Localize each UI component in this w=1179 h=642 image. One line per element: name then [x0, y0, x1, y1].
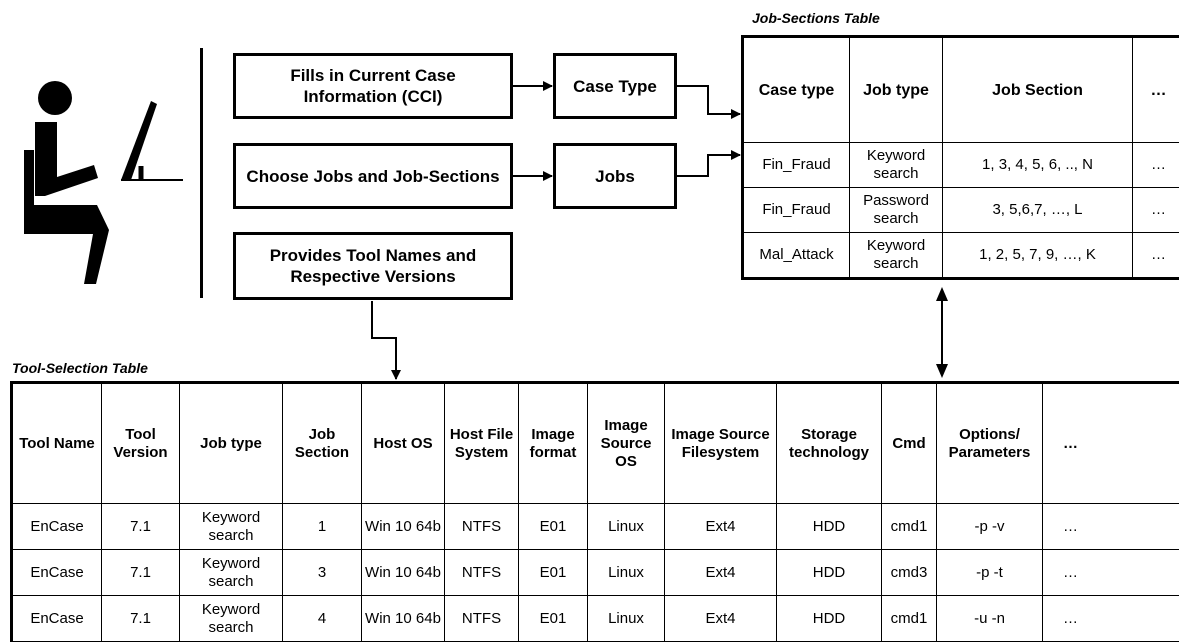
table-cell: -u -n	[937, 596, 1043, 642]
tool-header-storage-technology: Storage technology	[777, 383, 882, 504]
table-cell: 3	[283, 550, 362, 596]
choose-jobs-box: Choose Jobs and Job-Sections	[233, 143, 513, 209]
tool-header-job-section: Job Section	[283, 383, 362, 504]
table-cell: HDD	[777, 596, 882, 642]
table-cell: 3, 5,6,7, …, L	[943, 188, 1133, 233]
table-cell: Linux	[588, 504, 665, 550]
provide-tools-box: Provides Tool Names and Respective Versi…	[233, 232, 513, 300]
table-cell: Win 10 64b	[362, 504, 445, 550]
table-cell: Ext4	[665, 504, 777, 550]
table-cell: EnCase	[12, 504, 102, 550]
table-cell: Keyword search	[180, 504, 283, 550]
separator-line	[200, 48, 203, 298]
job-header-job-type: Job type	[850, 37, 943, 143]
table-cell: EnCase	[12, 550, 102, 596]
table-cell: Win 10 64b	[362, 596, 445, 642]
table-cell: Ext4	[665, 596, 777, 642]
table-cell: 7.1	[102, 550, 180, 596]
table-cell: 1, 3, 4, 5, 6, .., N	[943, 143, 1133, 188]
table-row: Fin_Fraud Password search 3, 5,6,7, …, L…	[743, 188, 1179, 233]
jobs-box: Jobs	[553, 143, 677, 209]
table-row: EnCase 7.1 Keyword search 4 Win 10 64b N…	[12, 596, 1179, 642]
tool-header-host-file-system: Host File System	[445, 383, 519, 504]
table-cell: 1	[283, 504, 362, 550]
table-cell: Keyword search	[180, 596, 283, 642]
tool-selection-table: Tool Name Tool Version Job type Job Sect…	[10, 381, 1179, 642]
user-at-computer-icon	[0, 0, 200, 300]
table-cell: 4	[283, 596, 362, 642]
table-cell: EnCase	[12, 596, 102, 642]
table-row: EnCase 7.1 Keyword search 3 Win 10 64b N…	[12, 550, 1179, 596]
table-row: Mal_Attack Keyword search 1, 2, 5, 7, 9,…	[743, 233, 1179, 279]
table-cell: Keyword search	[850, 143, 943, 188]
table-cell: E01	[519, 550, 588, 596]
tool-header-image-source-filesystem: Image Source Filesystem	[665, 383, 777, 504]
table-cell: Linux	[588, 550, 665, 596]
table-cell: -p -v	[937, 504, 1043, 550]
table-cell: Linux	[588, 596, 665, 642]
tool-header-more: …	[1043, 383, 1179, 504]
job-header-case-type: Case type	[743, 37, 850, 143]
table-cell: Ext4	[665, 550, 777, 596]
table-cell: Password search	[850, 188, 943, 233]
job-header-job-section: Job Section	[943, 37, 1133, 143]
tool-header-tool-name: Tool Name	[12, 383, 102, 504]
table-cell: Keyword search	[850, 233, 943, 279]
tool-table-header-row: Tool Name Tool Version Job type Job Sect…	[12, 383, 1179, 504]
table-row: EnCase 7.1 Keyword search 1 Win 10 64b N…	[12, 504, 1179, 550]
table-row: Fin_Fraud Keyword search 1, 3, 4, 5, 6, …	[743, 143, 1179, 188]
table-cell: Mal_Attack	[743, 233, 850, 279]
table-cell: Win 10 64b	[362, 550, 445, 596]
tool-selection-caption: Tool-Selection Table	[12, 360, 148, 376]
table-cell: 1, 2, 5, 7, 9, …, K	[943, 233, 1133, 279]
table-cell: cmd3	[882, 550, 937, 596]
table-cell: HDD	[777, 504, 882, 550]
table-cell: …	[1133, 188, 1179, 233]
table-cell: -p -t	[937, 550, 1043, 596]
table-cell: Fin_Fraud	[743, 188, 850, 233]
fill-cci-box: Fills in Current Case Information (CCI)	[233, 53, 513, 119]
table-cell: …	[1133, 143, 1179, 188]
job-sections-caption: Job-Sections Table	[752, 10, 880, 26]
jobs-to-job-table-arrow	[677, 155, 740, 176]
table-cell: E01	[519, 504, 588, 550]
table-cell: cmd1	[882, 504, 937, 550]
job-sections-table: Case type Job type Job Section … Fin_Fra…	[741, 35, 1179, 280]
table-cell: 7.1	[102, 596, 180, 642]
job-table-tool-table-link-arrow	[936, 287, 948, 378]
job-table-header-row: Case type Job type Job Section …	[743, 37, 1179, 143]
table-cell: NTFS	[445, 504, 519, 550]
table-cell: NTFS	[445, 550, 519, 596]
table-cell: HDD	[777, 550, 882, 596]
tools-to-tool-table-arrow	[372, 301, 396, 379]
table-cell: Keyword search	[180, 550, 283, 596]
table-cell: …	[1043, 504, 1179, 550]
table-cell: …	[1043, 596, 1179, 642]
table-cell: E01	[519, 596, 588, 642]
tool-header-tool-version: Tool Version	[102, 383, 180, 504]
table-cell: …	[1133, 233, 1179, 279]
tool-header-job-type: Job type	[180, 383, 283, 504]
table-cell: Fin_Fraud	[743, 143, 850, 188]
table-cell: …	[1043, 550, 1179, 596]
tool-header-host-os: Host OS	[362, 383, 445, 504]
tool-header-options-parameters: Options/ Parameters	[937, 383, 1043, 504]
job-header-more: …	[1133, 37, 1179, 143]
case-type-to-job-table-arrow	[677, 86, 740, 114]
tool-header-image-format: Image format	[519, 383, 588, 504]
table-cell: cmd1	[882, 596, 937, 642]
case-type-box: Case Type	[553, 53, 677, 119]
table-cell: 7.1	[102, 504, 180, 550]
table-cell: NTFS	[445, 596, 519, 642]
tool-header-cmd: Cmd	[882, 383, 937, 504]
tool-header-image-source-os: Image Source OS	[588, 383, 665, 504]
